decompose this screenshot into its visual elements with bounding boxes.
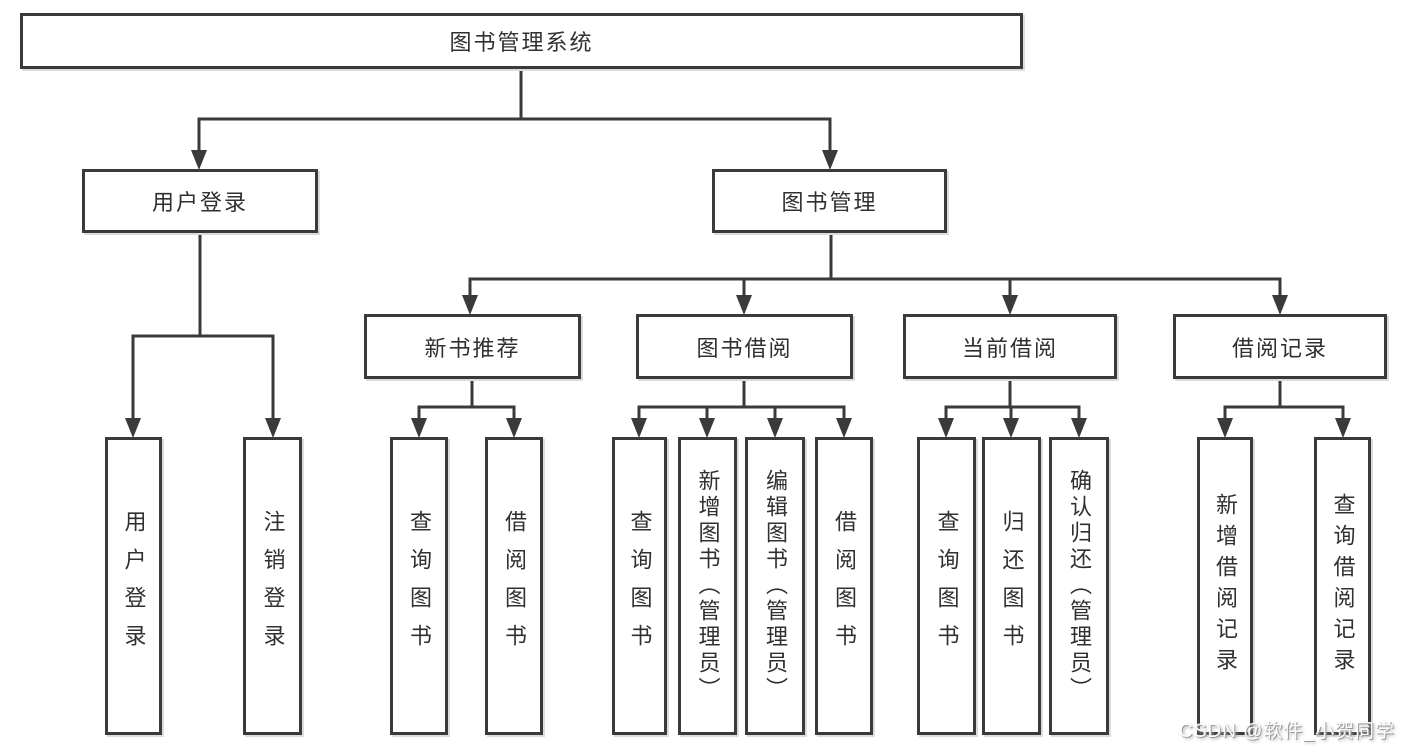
arrowhead-icon — [699, 418, 715, 438]
leaf-borrow-borrow-book-label: 借阅图书 — [832, 510, 857, 662]
node-book-borrow-label: 图书借阅 — [696, 335, 793, 361]
arrowhead-icon — [631, 418, 647, 438]
leaf-user-login-label: 用户登录 — [121, 510, 147, 662]
leaf-user-login: 用户登录 — [105, 437, 162, 735]
arrowhead-icon — [1272, 295, 1288, 315]
leaf-borrow-add-book: 新增图书（管理员） — [678, 437, 737, 735]
leaf-current-query-book: 查询图书 — [917, 437, 976, 735]
arrowhead-icon — [1335, 418, 1351, 438]
node-root: 图书管理系统 — [20, 13, 1023, 69]
node-book-borrow: 图书借阅 — [636, 314, 853, 379]
node-user-login: 用户登录 — [82, 169, 318, 233]
arrowhead-icon — [411, 418, 427, 438]
leaf-current-return-book-label: 归还图书 — [999, 510, 1025, 662]
node-current-borrow: 当前借阅 — [903, 314, 1117, 379]
leaf-records-query-record-label: 查询借阅记录 — [1330, 493, 1356, 679]
connector-userlogin-branch — [131, 334, 275, 424]
leaf-borrow-edit-book-label: 编辑图书（管理员） — [763, 469, 788, 703]
leaf-borrow-query-book: 查询图书 — [612, 437, 667, 735]
leaf-newbook-borrow-book-label: 借阅图书 — [502, 510, 527, 662]
leaf-logout: 注销登录 — [243, 437, 302, 735]
connector-bookborrow-branch — [637, 405, 846, 424]
arrowheads — [125, 150, 1351, 438]
arrowhead-icon — [1002, 295, 1018, 315]
node-root-label: 图书管理系统 — [449, 30, 594, 55]
leaf-newbook-query-book: 查询图书 — [390, 437, 448, 735]
connector-newbook-branch — [417, 405, 516, 424]
arrowhead-icon — [1071, 418, 1087, 438]
connector-root-branch — [197, 117, 832, 155]
leaf-borrow-query-book-label: 查询图书 — [627, 510, 653, 662]
arrowhead-icon — [822, 150, 838, 170]
node-user-login-label: 用户登录 — [151, 190, 248, 215]
leaf-records-add-record: 新增借阅记录 — [1197, 437, 1253, 735]
arrowhead-icon — [938, 418, 954, 438]
leaf-borrow-borrow-book: 借阅图书 — [815, 437, 873, 735]
node-new-book-recommend: 新书推荐 — [364, 314, 581, 379]
connector-records-branch — [1223, 405, 1345, 424]
leaf-logout-label: 注销登录 — [260, 510, 286, 662]
arrowhead-icon — [736, 295, 752, 315]
leaf-current-query-book-label: 查询图书 — [934, 510, 960, 662]
node-book-management-label: 图书管理 — [781, 190, 878, 215]
leaf-newbook-query-book-label: 查询图书 — [407, 510, 432, 662]
leaf-records-add-record-label: 新增借阅记录 — [1213, 493, 1238, 679]
connector-bookmgmt-branch — [468, 277, 1282, 300]
leaf-borrow-add-book-label: 新增图书（管理员） — [695, 469, 721, 703]
arrowhead-icon — [767, 418, 783, 438]
node-new-book-recommend-label: 新书推荐 — [424, 335, 521, 361]
leaf-current-confirm-return: 确认归还（管理员） — [1049, 437, 1109, 735]
node-borrow-records: 借阅记录 — [1173, 314, 1387, 379]
arrowhead-icon — [1217, 418, 1233, 438]
csdn-watermark: CSDN @软件_小贺同学 — [1179, 721, 1395, 742]
leaf-records-query-record: 查询借阅记录 — [1314, 437, 1371, 735]
arrowhead-icon — [1003, 418, 1019, 438]
arrowhead-icon — [191, 150, 207, 170]
leaf-current-return-book: 归还图书 — [982, 437, 1041, 735]
node-borrow-records-label: 借阅记录 — [1231, 335, 1328, 361]
leaf-newbook-borrow-book: 借阅图书 — [485, 437, 543, 735]
arrowhead-icon — [836, 418, 852, 438]
arrowhead-icon — [125, 418, 141, 438]
node-current-borrow-label: 当前借阅 — [961, 335, 1058, 361]
arrowhead-icon — [506, 418, 522, 438]
arrowhead-icon — [462, 295, 478, 315]
node-book-management: 图书管理 — [712, 169, 947, 233]
leaf-borrow-edit-book: 编辑图书（管理员） — [745, 437, 805, 735]
arrowhead-icon — [265, 418, 281, 438]
leaf-current-confirm-return-label: 确认归还（管理员） — [1067, 469, 1092, 703]
